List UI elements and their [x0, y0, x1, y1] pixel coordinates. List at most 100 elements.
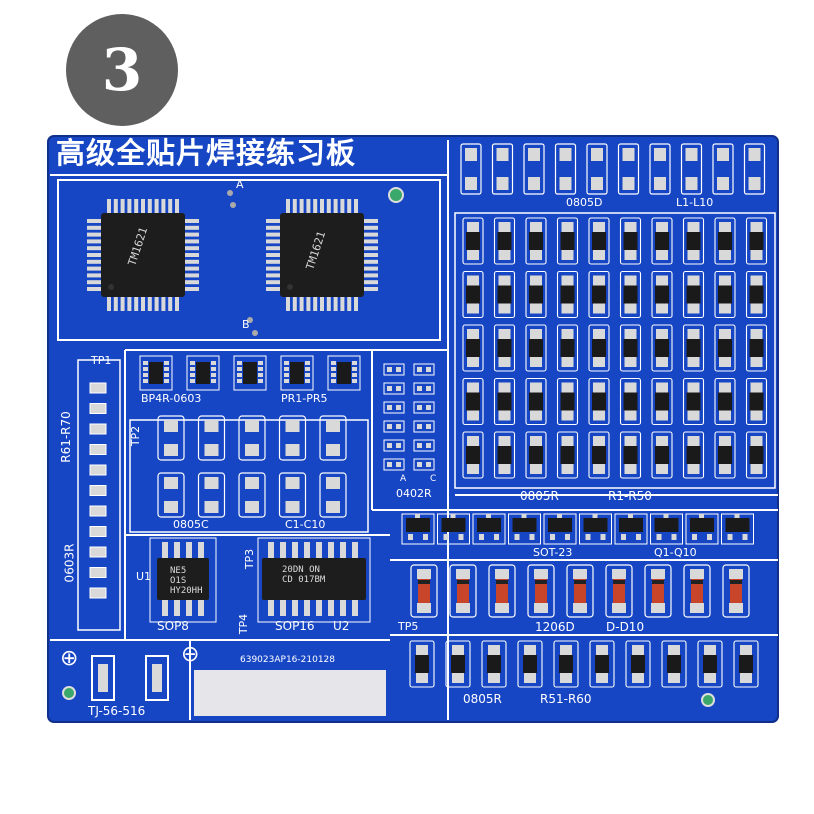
resistor-r51-r60 [517, 640, 543, 688]
r-body [592, 392, 606, 411]
qfp-pin [120, 297, 125, 311]
c-pad [245, 501, 259, 513]
d-band [457, 580, 469, 584]
sot-body [406, 518, 430, 532]
qfp-pin [185, 259, 199, 264]
resistor-0805r [714, 270, 736, 319]
d-body [613, 579, 625, 605]
bp-outline [233, 355, 267, 391]
qfp-dot [287, 284, 293, 290]
r-body [497, 339, 512, 357]
r0402-outline [383, 458, 405, 471]
qfp-pin [364, 239, 378, 244]
r0402-pad [417, 405, 422, 410]
r2-outline [661, 640, 687, 688]
r2-pad [740, 645, 752, 655]
sop8-outline [149, 537, 217, 623]
capacitor-0805c [157, 472, 185, 518]
r-body [529, 392, 543, 411]
r-pad [593, 275, 605, 286]
r-body [718, 446, 732, 464]
sop16-pin [340, 542, 346, 558]
r-pad [719, 303, 731, 314]
r2-pad [596, 645, 608, 655]
r-outline [745, 217, 768, 265]
qfp-body [101, 213, 185, 297]
r-body [655, 232, 669, 250]
r0402-pad [396, 405, 401, 410]
resistor-0805r [619, 324, 642, 372]
r-body [749, 285, 764, 304]
resistor-0805r [588, 324, 610, 372]
r-pad [687, 250, 700, 260]
r-body [749, 446, 764, 464]
r-body [749, 232, 764, 250]
r-outline [462, 217, 484, 265]
sot-body [583, 518, 608, 532]
resistor-r51-r60 [697, 640, 723, 688]
via-dot [252, 330, 258, 336]
r-pad [687, 303, 700, 314]
sop8-pin [186, 542, 192, 558]
sot-body [619, 518, 643, 532]
capacitor-0805c [238, 472, 266, 518]
resistor-0805r [525, 377, 547, 426]
led-0805d [523, 143, 545, 195]
c-pad [164, 444, 178, 456]
sot-pin [494, 534, 499, 540]
r-pad [467, 329, 479, 339]
r-pad [624, 464, 637, 474]
r0402-pad [396, 386, 401, 391]
battery-pad-outline [91, 655, 115, 701]
c-pad [204, 420, 219, 432]
qfp-chip-right [266, 199, 378, 311]
r-pad [624, 275, 637, 286]
r-body [718, 392, 732, 411]
c-pad [164, 501, 178, 513]
r-pad [750, 357, 763, 367]
qfp-pin [266, 232, 280, 237]
sot-pin [521, 514, 527, 518]
r61-range-label: R61-R70 [58, 411, 73, 463]
qfp-pin [127, 199, 132, 213]
led-pad [528, 177, 540, 190]
r-outline [462, 431, 484, 479]
capacitor-0805c [278, 472, 307, 518]
r-body [466, 339, 480, 357]
qfp-pin [175, 199, 179, 213]
r-pad [624, 436, 637, 446]
qfp-pin [333, 297, 338, 311]
r-section-label: 0805R [520, 489, 559, 503]
r0402-pad [417, 367, 422, 372]
r2-pad [632, 673, 644, 683]
sot-pin [636, 534, 641, 540]
bp4r-array [139, 355, 173, 391]
fiducial-bottom-left [62, 686, 76, 700]
sot-body [548, 518, 572, 532]
fiducial-bottom-right [701, 693, 715, 707]
r-body [718, 339, 732, 357]
r-pad [593, 222, 605, 232]
bp-pad [190, 367, 195, 371]
sot-pin [621, 534, 626, 540]
r-body [529, 232, 543, 250]
sop16-pin [328, 542, 334, 558]
sot-pin [486, 514, 491, 518]
qfp-pin [320, 199, 324, 213]
qfp-pin [147, 297, 152, 311]
qfp-pin [364, 287, 378, 291]
resistor-0805r [651, 217, 673, 265]
capacitor-0805c [238, 415, 266, 461]
d-outline [410, 564, 438, 618]
qfp-pin [340, 297, 345, 311]
sop8-pin [186, 600, 192, 616]
r-pad [593, 464, 605, 474]
c-pad [285, 477, 300, 489]
qfp-pin [87, 280, 101, 285]
qfp-pin [266, 273, 280, 278]
sot23-transistor [614, 513, 648, 545]
sot-pin [699, 514, 704, 518]
qfp-pin [87, 219, 101, 223]
qfp-pin [147, 199, 152, 213]
qfp-pin [266, 219, 280, 223]
